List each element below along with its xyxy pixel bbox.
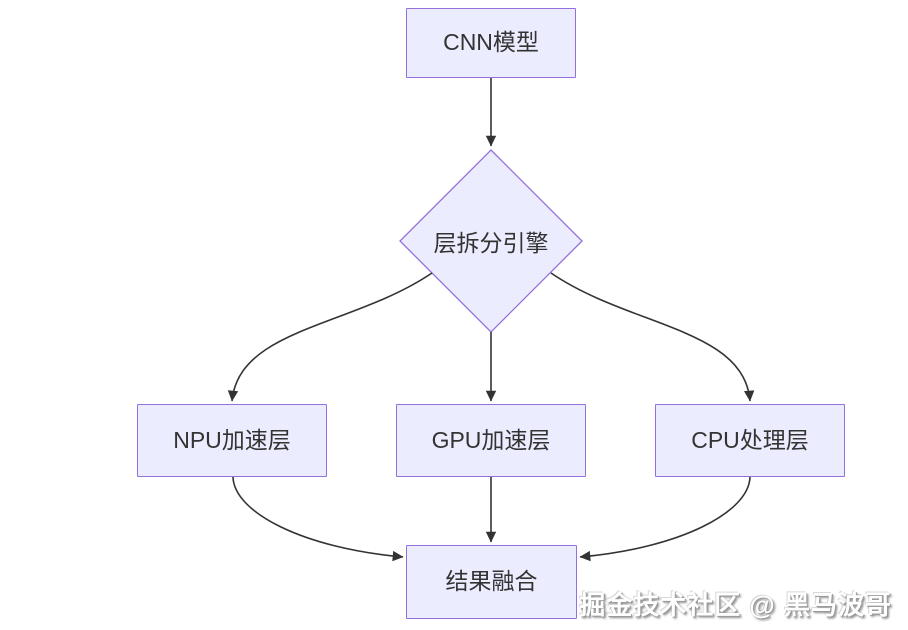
node-cpu-layer-label: CPU处理层 — [691, 426, 809, 453]
node-npu-layer-label: NPU加速层 — [173, 426, 291, 453]
node-gpu-layer: GPU加速层 — [396, 404, 586, 477]
edge-cpu-to-result — [579, 476, 751, 562]
node-cnn-model: CNN模型 — [406, 8, 576, 78]
node-result-fusion-label: 结果融合 — [445, 568, 538, 595]
edge-npu-to-result — [232, 476, 404, 562]
edge-splitter-to-npu — [227, 272, 433, 402]
watermark-text: 掘金技术社区 @ 黑马波哥 — [579, 590, 892, 620]
node-npu-layer: NPU加速层 — [137, 404, 327, 477]
node-gpu-layer-label: GPU加速层 — [431, 426, 551, 453]
node-result-fusion: 结果融合 — [406, 545, 577, 619]
node-cnn-model-label: CNN模型 — [443, 29, 539, 56]
edge-splitter-to-cpu — [550, 272, 755, 402]
node-cpu-layer: CPU处理层 — [655, 404, 845, 477]
diamond-node-shape — [399, 149, 583, 333]
